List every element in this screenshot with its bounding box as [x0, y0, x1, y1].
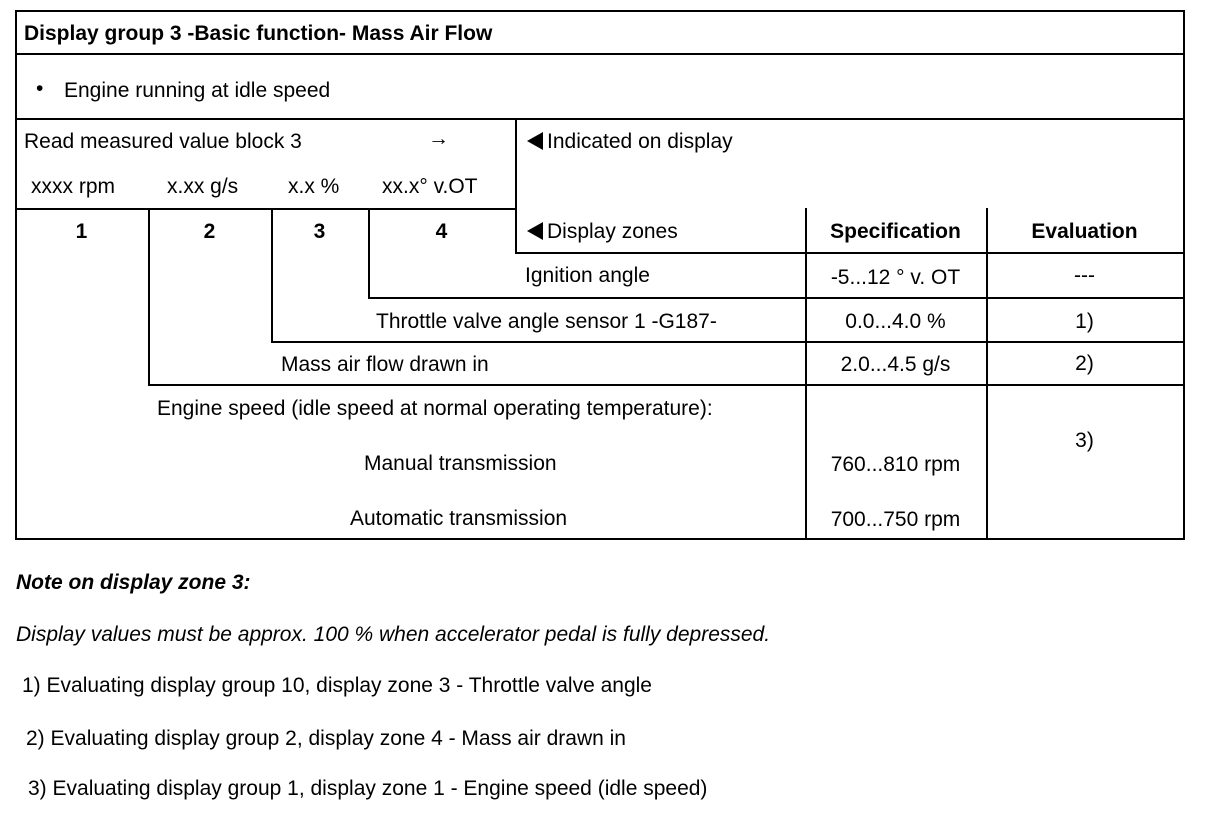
- condition-bullet: •: [36, 77, 44, 100]
- row-eval-mass-air: 2): [1075, 352, 1094, 375]
- indicated-on-display: Indicated on display: [527, 131, 733, 152]
- spec-header: Specification: [830, 220, 961, 243]
- note-item-3: 3) Evaluating display group 1, display z…: [28, 777, 708, 800]
- automatic-transmission-label: Automatic transmission: [350, 507, 568, 530]
- display-value-3: x.x %: [288, 175, 340, 198]
- divider: [805, 208, 807, 540]
- note-item-1: 1) Evaluating display group 10, display …: [22, 674, 652, 697]
- divider: [15, 208, 516, 210]
- table-border-left: [15, 10, 17, 540]
- eval-header: Evaluation: [1031, 220, 1138, 243]
- zone-number-3: 3: [313, 220, 326, 243]
- row-label-throttle: Throttle valve angle sensor 1 -G187-: [376, 310, 717, 333]
- engine-speed-eval: 3): [1075, 429, 1094, 452]
- divider: [516, 252, 1185, 254]
- note-heading: Note on display zone 3:: [16, 571, 251, 594]
- display-zones-label: Display zones: [547, 220, 678, 243]
- display-value-1: xxxx rpm: [31, 175, 115, 198]
- read-block-label: Read measured value block 3: [24, 130, 302, 153]
- row-spec-throttle: 0.0...4.0 %: [845, 310, 946, 333]
- table-title: Display group 3 -Basic function- Mass Ai…: [24, 22, 493, 45]
- pointer-left-icon: [527, 222, 543, 240]
- row-eval-ignition: ---: [1074, 264, 1095, 287]
- divider: [148, 208, 150, 386]
- zone-number-1: 1: [75, 220, 88, 243]
- display-value-4: xx.x° v.OT: [382, 175, 478, 198]
- divider: [272, 341, 1185, 343]
- table-border-right: [1183, 10, 1185, 540]
- table-border-top: [15, 10, 1185, 12]
- indicated-label: Indicated on display: [547, 130, 733, 153]
- table-border-bottom: [15, 538, 1185, 540]
- divider: [515, 118, 517, 254]
- note-text: Display values must be approx. 100 % whe…: [16, 623, 771, 646]
- row-eval-throttle: 1): [1075, 310, 1094, 333]
- arrow-icon: →: [428, 127, 449, 150]
- row-label-ignition: Ignition angle: [525, 264, 650, 287]
- zone-number-4: 4: [435, 220, 448, 243]
- divider: [369, 297, 1185, 299]
- manual-transmission-label: Manual transmission: [364, 452, 557, 475]
- display-value-2: x.xx g/s: [167, 175, 239, 198]
- automatic-transmission-spec: 700...750 rpm: [830, 508, 961, 531]
- note-item-2: 2) Evaluating display group 2, display z…: [26, 727, 626, 750]
- engine-speed-label: Engine speed (idle speed at normal opera…: [157, 397, 713, 420]
- divider: [15, 53, 1185, 55]
- condition-text: Engine running at idle speed: [64, 79, 331, 102]
- row-label-mass-air: Mass air flow drawn in: [281, 353, 489, 376]
- divider: [271, 208, 273, 343]
- divider: [149, 384, 1185, 386]
- display-zones-header: Display zones: [527, 221, 678, 242]
- divider: [986, 208, 988, 540]
- pointer-left-icon: [527, 132, 543, 150]
- zone-number-2: 2: [203, 220, 216, 243]
- manual-transmission-spec: 760...810 rpm: [830, 453, 961, 476]
- divider: [15, 118, 1185, 120]
- row-spec-ignition: -5...12 ° v. OT: [830, 266, 961, 289]
- divider: [368, 208, 370, 299]
- row-spec-mass-air: 2.0...4.5 g/s: [840, 353, 951, 376]
